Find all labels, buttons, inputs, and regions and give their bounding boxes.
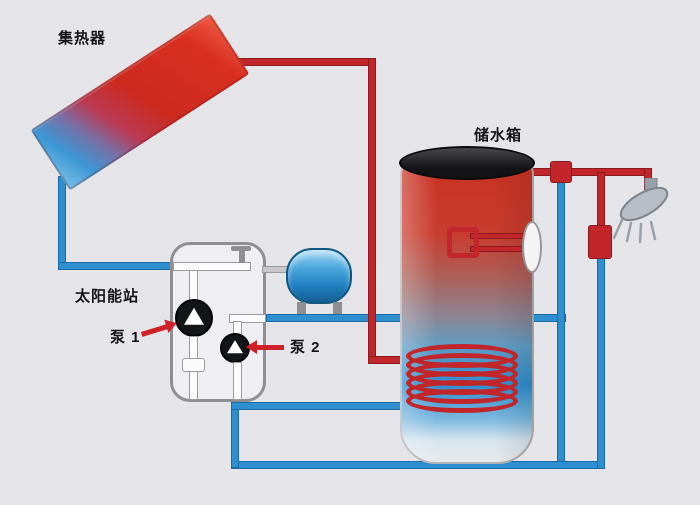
- pump2-elbow-pipe: [229, 314, 266, 323]
- heater-element: [447, 227, 479, 258]
- hot-water-valve-icon: [550, 161, 572, 183]
- pipe-cold-coil-return-horizontal: [231, 402, 411, 410]
- pump-2-icon: [220, 333, 250, 363]
- vessel-leg: [297, 302, 306, 314]
- pipe-hot-tank-to-shower: [518, 168, 652, 176]
- pump-1-rotor-icon: [184, 307, 204, 325]
- pipe-cold-collector-return-horizontal: [58, 262, 172, 270]
- collector-label: 集热器: [58, 30, 107, 47]
- pump-2-rotor-icon: [227, 340, 243, 354]
- expansion-vessel: [286, 248, 352, 304]
- vessel-connector-pipe: [262, 266, 288, 273]
- pump1-inlet-pipe: [189, 270, 198, 301]
- pump-1-icon: [175, 299, 213, 337]
- pipe-hot-collector-flow-vertical: [368, 58, 376, 364]
- station-top-pipe: [173, 262, 251, 271]
- pipe-cold-bottom-horizontal: [231, 461, 605, 469]
- pipe-cold-right-riser: [557, 181, 565, 469]
- tank-flange: [522, 221, 542, 273]
- shower-head-icon: [612, 178, 669, 244]
- pump2-pointer-arrow-icon: [246, 340, 284, 354]
- station-valve-body: [182, 358, 205, 372]
- pipe-hot-to-mixing-valve: [597, 172, 605, 228]
- coil-turn: [406, 389, 518, 413]
- pump2-outlet-pipe: [233, 362, 242, 400]
- heat-exchanger-coil: [406, 344, 522, 416]
- pump1-label: 泵 1: [110, 329, 141, 346]
- fill-valve-handle-icon: [231, 246, 251, 251]
- station-label: 太阳能站: [75, 288, 140, 305]
- vessel-leg: [333, 302, 342, 314]
- fill-valve-stem-icon: [239, 250, 245, 263]
- pipe-cold-collector-return-vertical: [58, 176, 66, 270]
- mixing-valve-icon: [588, 225, 612, 259]
- tank-label: 储水箱: [474, 127, 523, 144]
- pump1-pointer-arrow-icon: [140, 324, 169, 337]
- storage-tank-gloss: [400, 156, 534, 464]
- station-lower-pipe: [189, 371, 198, 400]
- storage-tank-lid: [399, 146, 535, 180]
- pipe-cold-mixer-riser: [597, 256, 605, 469]
- pump2-label: 泵 2: [290, 339, 321, 356]
